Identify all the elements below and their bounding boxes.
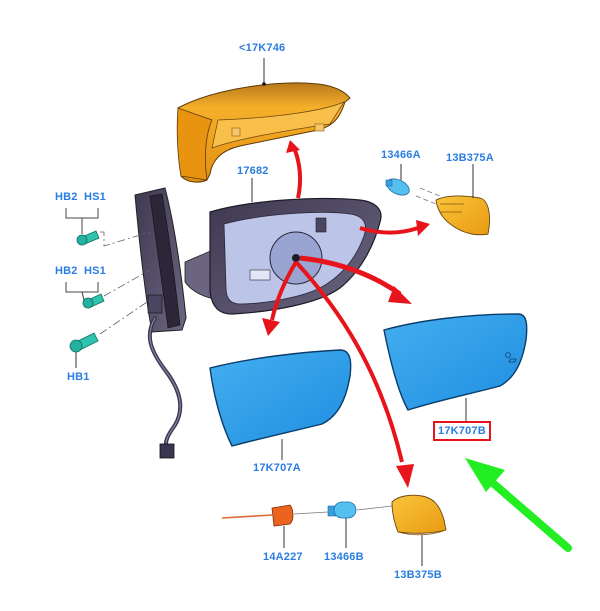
bolt-middle: [82, 293, 105, 309]
mirror-glass-17K707A: [209, 349, 352, 447]
mirror-housing-17682: [184, 197, 382, 315]
mirror-glass-17K707B: [383, 313, 528, 411]
green-highlight-arrow: [465, 458, 572, 552]
bolt-upper: [76, 230, 100, 246]
label-HS1-upper: HS1: [84, 191, 106, 203]
mirror-cover-17K746: [176, 82, 351, 183]
arrow-to-cover: [286, 140, 303, 199]
bolt-lower: [69, 332, 99, 353]
bolt-lower-guide: [99, 299, 151, 335]
wire-harness: [147, 316, 183, 450]
label-13466B: 13466B: [324, 551, 364, 563]
bracket-upper: [65, 208, 99, 219]
label-HB2-middle: HB2: [55, 265, 78, 277]
label-17682: 17682: [237, 165, 269, 177]
label-13466A: 13466A: [381, 149, 421, 161]
wire-connector: [159, 443, 175, 459]
blind-spot-icon: [505, 352, 517, 363]
arrow-to-glass-17K707B: [299, 255, 412, 304]
wire-terminal-14A227: [221, 504, 294, 527]
lamp-13B375A: [435, 195, 491, 236]
label-17K707A: 17K707A: [253, 462, 301, 474]
label-13B375B: 13B375B: [394, 569, 442, 581]
label-HB2-upper: HB2: [55, 191, 78, 203]
label-HS1-middle: HS1: [84, 265, 106, 277]
arrow-to-glass-17K707A: [262, 260, 298, 336]
label-14A227: 14A227: [263, 551, 303, 563]
bulb-13466A: [385, 178, 410, 196]
mirror-base-panel: [134, 187, 187, 333]
bolt-upper-guide: [100, 231, 151, 247]
bolt-middle-guide: [103, 269, 151, 297]
label-17K707B-highlighted: 17K707B: [433, 421, 491, 441]
label-17K746: <17K746: [239, 42, 286, 54]
leader-dot-17K746: [262, 82, 266, 86]
bulb-13466B: [327, 501, 357, 519]
arrow-to-lamp-13B375B: [294, 260, 414, 488]
bracket-middle: [65, 282, 99, 293]
label-HB1: HB1: [67, 371, 90, 383]
lamp-13B375B: [391, 494, 447, 536]
arrow-to-lamp-13B375A: [359, 220, 430, 236]
label-13B375A: 13B375A: [446, 152, 494, 164]
